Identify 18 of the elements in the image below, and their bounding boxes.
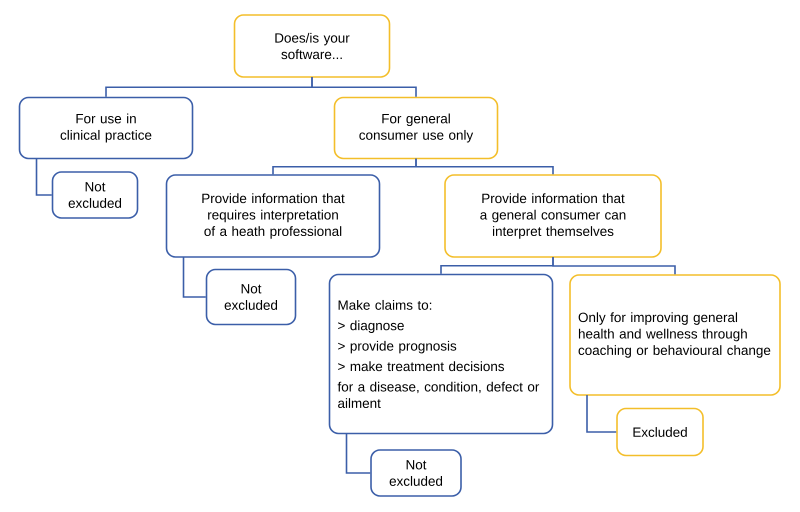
decision-box: Provide information that requires interpretation of a heath professional (166, 174, 380, 258)
connector-line (415, 158, 554, 174)
connector-line (311, 77, 417, 97)
decision-box: Excluded (616, 408, 704, 456)
connector-line (552, 257, 676, 274)
connector-line (346, 434, 370, 474)
decision-box: For use in clinical practice (18, 96, 194, 160)
connector-line (182, 257, 206, 298)
decision-box: Not excluded (52, 171, 138, 219)
decision-box: Not excluded (206, 268, 296, 326)
decision-box: Provide information that a general consumer can interpret themselves (444, 174, 662, 258)
decision-box: Only for improving general health and wellness through coaching or behavioural change (569, 274, 781, 396)
decision-box: Does/is your software... (234, 14, 390, 78)
decision-box: Make claims to: > diagnose > provide prognosis > make treatment decisions for a disease, condition, defect or ailment (328, 274, 554, 434)
connector-line (586, 395, 616, 433)
decision-box: Not excluded (370, 449, 462, 497)
decision-box: For general consumer use only (334, 96, 498, 160)
connector-line (36, 158, 52, 196)
